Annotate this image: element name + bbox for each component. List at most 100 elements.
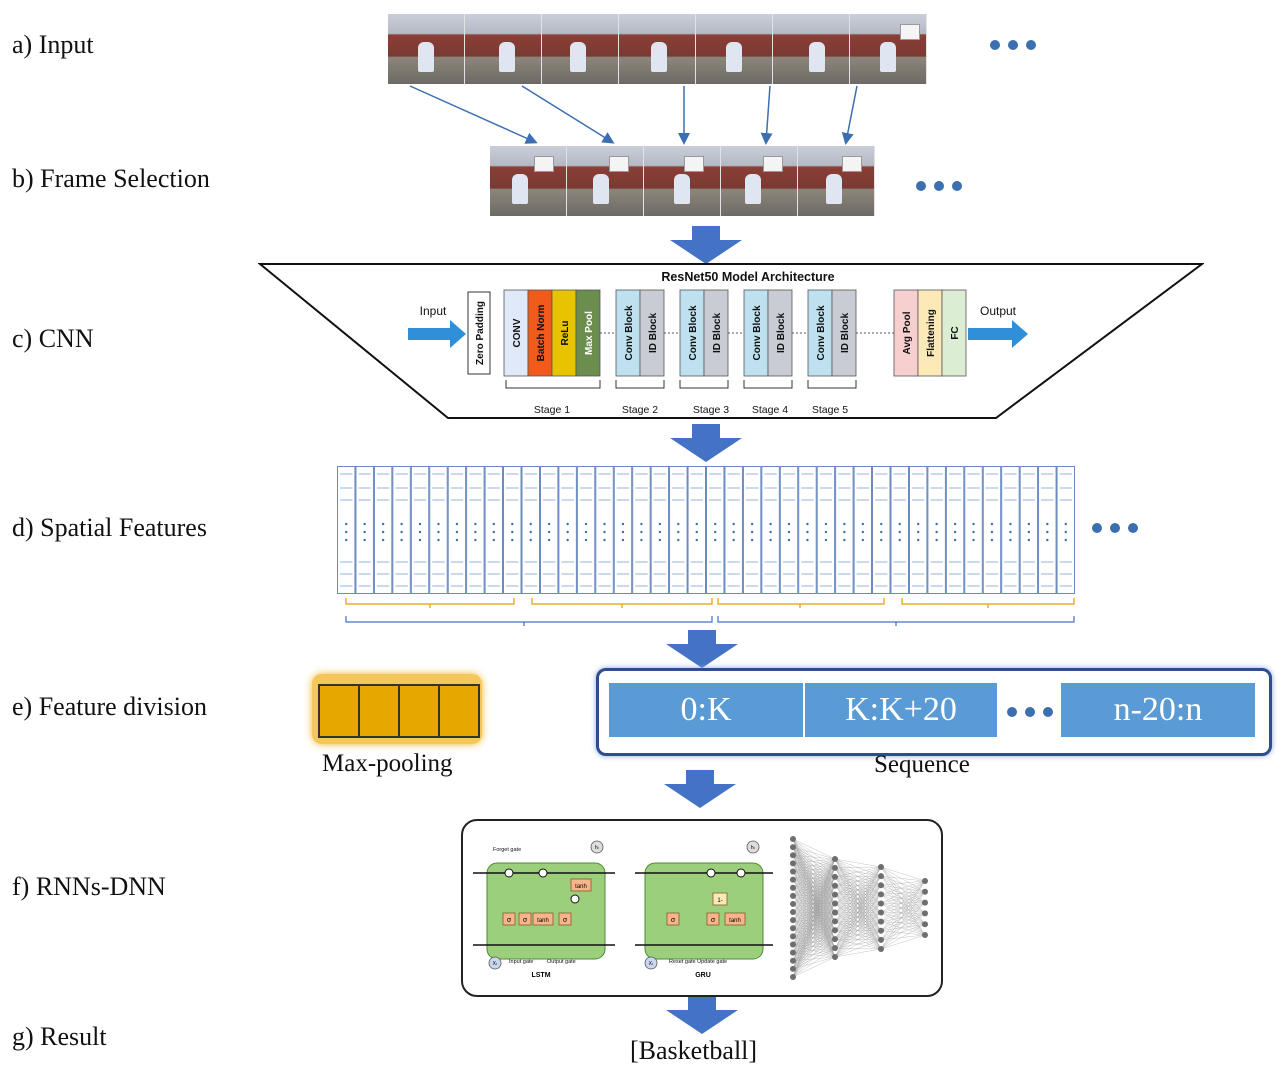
dnn-node [878,900,884,907]
selected-frame [721,146,798,216]
feature-column [945,466,965,594]
dnn-node [922,878,928,884]
conv-block-s3 [679,289,705,377]
dnn-node [832,864,838,871]
id-block-s3 [703,289,729,377]
feature-column [595,466,614,594]
zero-padding-block [467,291,491,375]
feature-column [410,466,430,594]
label-result: g) Result [12,1022,107,1051]
dnn-node [832,856,838,862]
segment-k-k20: K:K+20 [805,683,997,737]
dnn-node [790,860,796,867]
id-block-label-s3: ID Block [712,313,723,353]
batch-norm-block [527,289,553,377]
cnn-output-arrow [968,320,1028,348]
fc-label: FC [950,326,961,339]
id-block-label-s4: ID Block [776,313,787,353]
conv-label: CONV [512,318,523,347]
dnn-node [832,909,838,916]
dnn-node [832,954,838,960]
label-cnn: c) CNN [12,324,94,353]
conv-block-s5 [807,289,833,377]
feature-column [687,466,706,594]
down-arrow-1 [670,226,742,264]
max-pool-block [575,289,601,377]
dnn-node [790,884,796,891]
feature-column [484,466,504,594]
dnn-node [790,836,796,842]
dnn-node [832,936,838,943]
feature-column [337,466,356,594]
dnn-node [790,900,796,907]
lstm-x: Xₜ [493,961,498,967]
selected-frames-strip [490,146,875,216]
dnn-node [832,927,838,934]
gru-cell [644,862,764,960]
id-block-label-s2: ID Block [648,313,659,353]
segment-0-k: 0:K [609,683,803,737]
sequence-block: 0:K K:K+20 n-20:n [596,668,1272,756]
frame-selection-arrows [409,85,858,145]
down-arrow-3 [666,630,738,668]
stage-2-label: Stage 2 [622,404,658,416]
gru-h: hₜ [751,845,756,851]
gru-reset-update: Reset gate Update gate [669,959,727,965]
stage-1-label: Stage 1 [534,404,570,416]
label-frame-selection: b) Frame Selection [12,164,210,193]
feature-column [392,466,411,594]
stage-3-label: Stage 3 [693,404,729,416]
conv-block-s4 [743,289,769,377]
feature-column [982,466,1002,594]
conv-block-label-s5: Conv Block [816,305,827,360]
rnn-dnn-diagram: σ σ tanh σ tanh Forget gate Input gate O… [473,836,928,980]
input-frame [465,14,542,84]
input-frame [773,14,850,84]
dnn-node [832,882,838,889]
gru-x: Xₜ [649,961,654,967]
dnn-node [922,888,928,895]
cnn-input-label: Input [420,304,447,318]
feature-column [447,466,467,594]
lstm-sigma-2: σ [523,917,528,924]
feature-column [742,466,762,594]
feature-column [779,466,799,594]
feature-column [669,466,688,594]
input-frame [619,14,696,84]
feature-column [466,466,485,594]
gru-title: GRU [695,972,711,979]
dnn-node [832,918,838,925]
feature-column [1001,466,1020,594]
avg-pool-block [893,289,919,377]
dnn-node [790,974,796,980]
stage-5-label: Stage 5 [812,404,848,416]
down-arrow-4 [664,770,736,808]
dnn-node [922,899,928,906]
spatial-more-dots [1092,523,1138,533]
lstm-output-gate: Output gate [547,959,576,965]
selected-frame [567,146,644,216]
dnn-node [790,965,796,972]
lstm-title: LSTM [531,972,550,979]
feature-column [539,466,559,594]
dnn-node [790,909,796,916]
lstm-input-gate: Input gate [509,959,533,965]
conv-block-label-s2: Conv Block [624,305,635,360]
feature-column [503,466,522,594]
label-spatial-features: d) Spatial Features [12,513,207,542]
dnn-node [922,932,928,938]
cnn-architecture: ResNet50 Model Architecture Input Zero P… [258,263,1204,419]
dnn-node [790,892,796,899]
selected-frame [644,146,721,216]
relu-block [551,289,577,377]
feature-column [1038,466,1057,594]
dnn-node [790,844,796,851]
max-pooling-caption: Max-pooling [322,750,453,777]
feature-column [1056,466,1075,594]
input-frame [850,14,927,84]
feature-column [613,466,633,594]
dnn-node [878,946,884,952]
cnn-output-label: Output [980,304,1017,318]
feature-column [706,466,725,594]
avg-pool-label: Avg Pool [902,311,913,354]
